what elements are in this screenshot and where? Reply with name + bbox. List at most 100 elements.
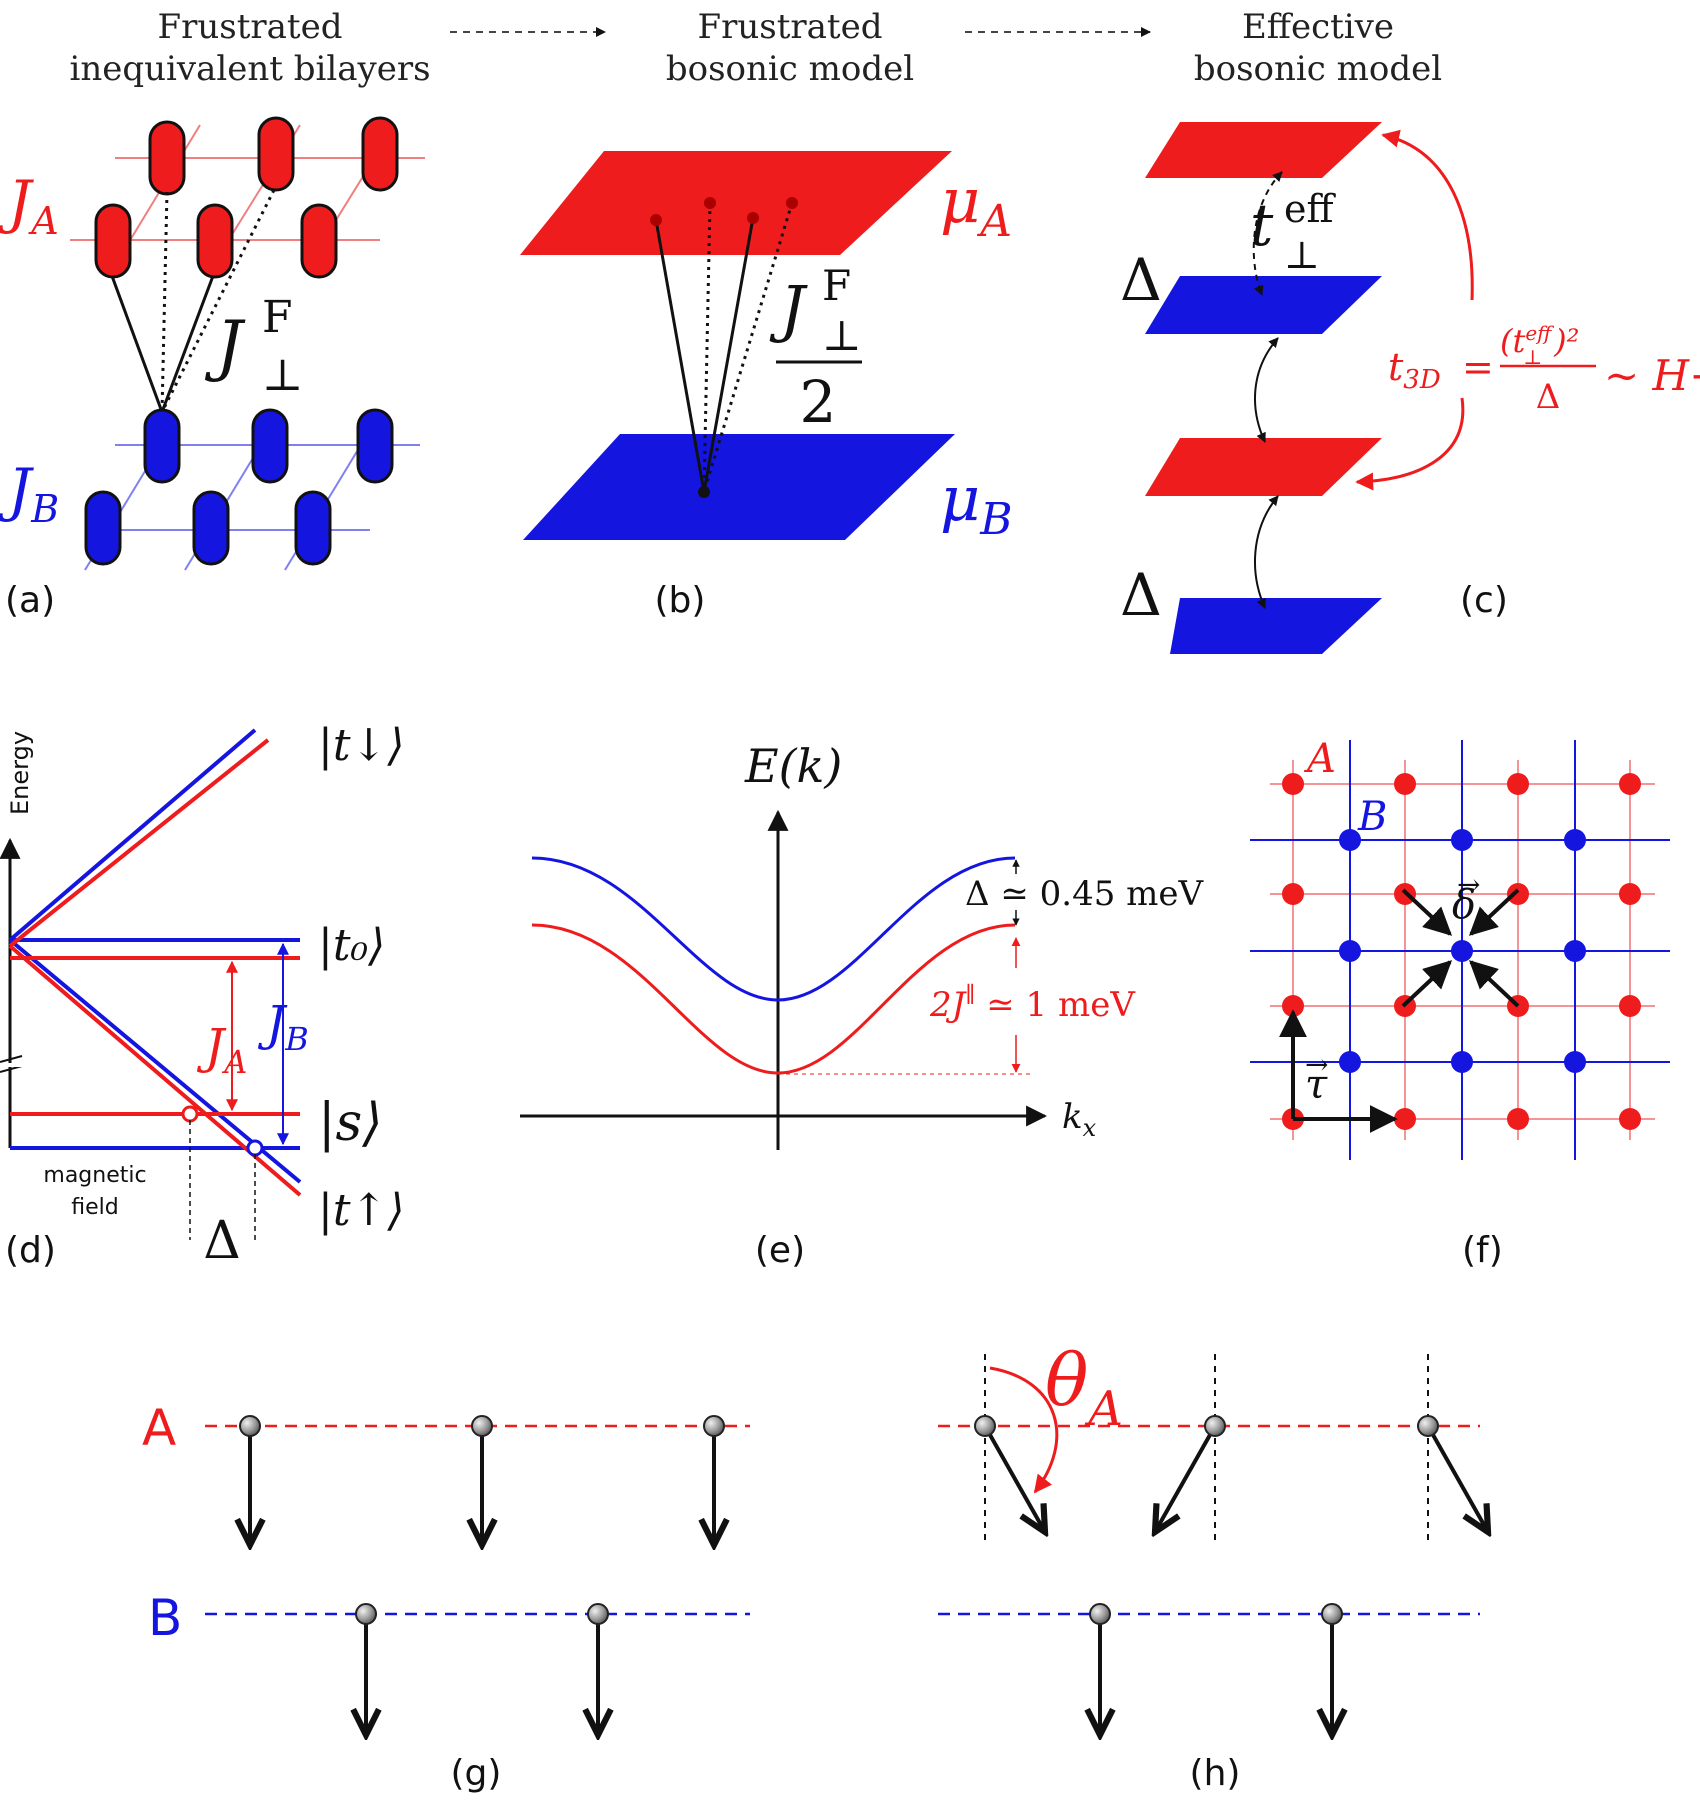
panel-label-h: (h) <box>1190 1753 1241 1794</box>
f-delta-label: δ <box>1452 882 1476 928</box>
panel-label-c: (c) <box>1460 580 1508 621</box>
theta-label: θA <box>1045 1338 1123 1437</box>
g-A-label: A <box>142 1399 176 1457</box>
upper-band <box>531 856 1016 1002</box>
f-tau-label: τ <box>1305 1062 1328 1108</box>
plane-c1 <box>1145 122 1382 178</box>
plane-c2 <box>1145 276 1382 334</box>
t-eff-label: t <box>1250 191 1274 259</box>
header-3-line1: Effective <box>1242 7 1394 47</box>
svg-text:Δ: Δ <box>1536 377 1561 417</box>
theta-arc <box>989 1366 1059 1494</box>
JB-label: JB <box>0 456 59 531</box>
bandwidth-label: 2J∥ ≃ 1 meV <box>929 983 1136 1025</box>
delta-arrows <box>1279 888 1520 1133</box>
delta-c1: Δ <box>1120 246 1162 314</box>
f-B-label: B <box>1357 794 1387 840</box>
site-B <box>1339 1051 1361 1073</box>
site-B <box>1564 829 1586 851</box>
plane-c3 <box>1145 438 1382 496</box>
site-A <box>1619 773 1641 795</box>
panel-label-b: (b) <box>655 580 706 621</box>
site-A <box>1507 773 1529 795</box>
site-B <box>1339 940 1361 962</box>
frac-sup: F <box>822 261 851 310</box>
site-B <box>1451 940 1473 962</box>
d-JB: JB <box>257 996 309 1058</box>
delta-c2: Δ <box>1120 561 1162 629</box>
field-label-2: field <box>71 1195 118 1220</box>
spins-A <box>94 116 399 279</box>
svg-text:→: → <box>1305 1048 1328 1081</box>
f-A-label: A <box>1303 736 1336 782</box>
g-spins <box>250 1426 714 1735</box>
site-B <box>1451 1051 1473 1073</box>
svg-text:=: = <box>1462 345 1494 389</box>
site-B <box>1564 1051 1586 1073</box>
site-B <box>1564 940 1586 962</box>
headers: Frustrated inequivalent bilayers Frustra… <box>69 7 1442 89</box>
g-B-label: B <box>148 1589 182 1647</box>
plane-B <box>523 434 955 540</box>
sim-label: ∼ H−Hc <box>1604 351 1700 407</box>
Jperp-sup: F <box>262 292 293 343</box>
E-label: E(k) <box>744 739 842 793</box>
site-A <box>1507 883 1529 905</box>
state-t-zero: |t₀⟩ <box>318 920 385 971</box>
t3d-frac-num: (teff⊥)² <box>1500 321 1579 369</box>
panel-label-g: (g) <box>451 1753 502 1794</box>
svg-text:⊥: ⊥ <box>1284 233 1320 277</box>
state-t-up: |t↑⟩ <box>318 1185 405 1236</box>
site-B <box>1451 829 1473 851</box>
header-2-line1: Frustrated <box>698 7 883 47</box>
energy-label: Energy <box>6 731 34 815</box>
header-2-line2: bosonic model <box>666 49 914 89</box>
panel-label-f: (f) <box>1462 1230 1503 1271</box>
site-A <box>1394 1108 1416 1130</box>
gap-label: Δ ≃ 0.45 meV <box>965 874 1205 914</box>
site-A <box>1619 1108 1641 1130</box>
muB-label: μB <box>940 462 1013 545</box>
svg-text:eff: eff <box>1284 187 1336 231</box>
frac-num: J <box>769 272 808 345</box>
plane-c4 <box>1170 598 1382 654</box>
field-label-1: magnetic <box>43 1163 146 1188</box>
site-A <box>1507 1108 1529 1130</box>
panel-label-e: (e) <box>755 1230 805 1271</box>
Jperp-label: J <box>204 307 246 384</box>
spins-B <box>84 408 394 566</box>
t3d-label: t3D <box>1388 345 1441 395</box>
couplings-Jperp <box>110 189 276 413</box>
JA-label: JA <box>0 168 59 243</box>
header-1-line2: inequivalent bilayers <box>69 49 430 89</box>
muA-label: μA <box>940 164 1012 247</box>
lower-band <box>531 923 1016 1075</box>
panel-a: JA JB J F ⊥ (a) <box>0 116 425 621</box>
state-s: |s⟩ <box>318 1093 383 1153</box>
header-3-line2: bosonic model <box>1194 49 1442 89</box>
header-1-line1: Frustrated <box>158 7 343 47</box>
state-t-down: |t↓⟩ <box>318 720 405 771</box>
site-A <box>1282 883 1304 905</box>
site-A <box>1619 995 1641 1017</box>
site-A <box>1394 773 1416 795</box>
kx-label: kx <box>1062 1097 1097 1142</box>
site-A <box>1282 773 1304 795</box>
panel-label-a: (a) <box>5 580 55 621</box>
panel-g: A B (g) <box>142 1399 750 1794</box>
d-delta: Δ <box>203 1211 241 1271</box>
plane-A <box>520 151 952 255</box>
f-dots <box>1282 773 1641 1130</box>
panel-c: t eff ⊥ Δ Δ t3D = (teff⊥)² Δ ∼ H−Hc (c) <box>1120 122 1700 654</box>
panel-f: A B δ → τ → (f) <box>1250 736 1670 1271</box>
svg-text:→: → <box>1457 868 1480 901</box>
couplings-half <box>654 202 794 493</box>
site-A <box>1619 883 1641 905</box>
panel-label-d: (d) <box>5 1230 56 1271</box>
frac-den: 2 <box>800 368 837 436</box>
panel-b: μA μB J F ⊥ 2 (b) <box>520 151 1013 621</box>
panel-h: θA (h) <box>938 1338 1488 1794</box>
panel-e: E(k) kx Δ ≃ 0.45 meV 2J∥ ≃ 1 meV (e) <box>520 739 1205 1271</box>
d-JA: JA <box>196 1019 247 1081</box>
